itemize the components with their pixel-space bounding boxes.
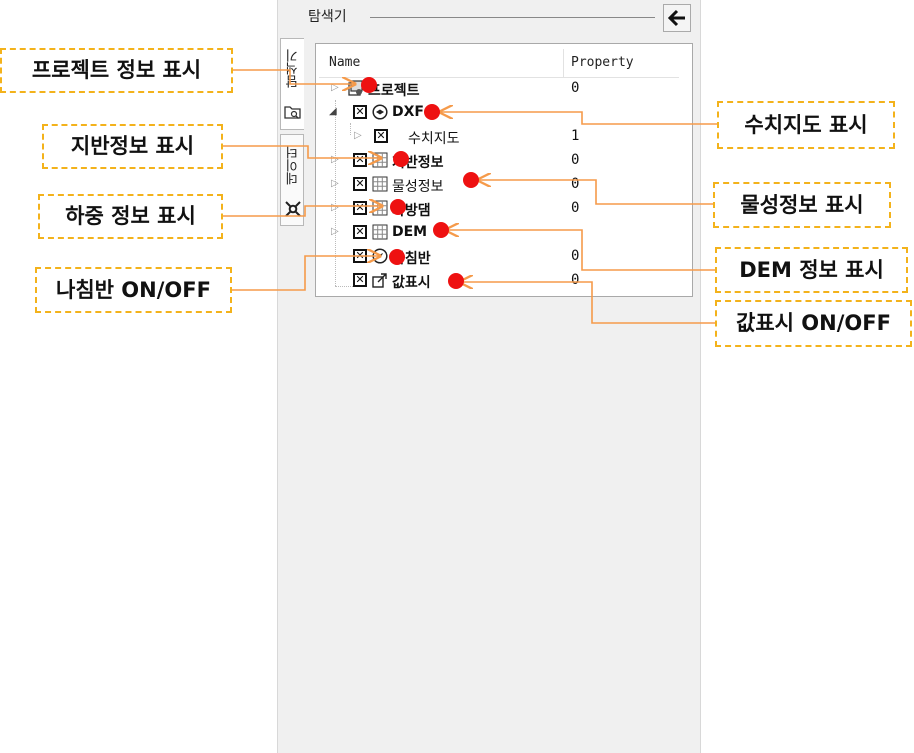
callout-dem-info: DEM 정보 표시 [715,247,908,293]
tab-data[interactable]: 데이터 [280,134,304,226]
tree-row-property: 0 [571,248,580,264]
callout-ground-info: 지반정보 표시 [42,124,223,169]
tree-row-dxf[interactable]: ◢ ✕ DXF [316,101,692,125]
tree-row-property: 0 [571,200,580,216]
tree-connector [335,100,336,286]
tree-row-label: DEM [392,224,428,240]
marker-dot [389,249,405,265]
marker-dot [433,222,449,238]
tree-row-material-info[interactable]: ▷ ✕ 물성정보 0 [316,173,692,197]
marker-dot [393,151,409,167]
header-separator [563,49,564,77]
callout-text: 프로젝트 정보 표시 [31,58,202,82]
visibility-checkbox[interactable]: ✕ [353,105,367,119]
panel-title: 탐색기 [308,9,347,25]
tree-row-label: 수치지도 [408,131,460,147]
expand-arrow-icon[interactable]: ▷ [331,82,339,93]
callout-text: DEM 정보 표시 [739,258,884,282]
callout-material-info: 물성정보 표시 [713,182,891,228]
marker-dot [448,273,464,289]
tree-row-property: 0 [571,272,580,288]
expand-arrow-icon[interactable]: ▷ [331,154,339,165]
visibility-checkbox[interactable]: ✕ [353,177,367,191]
back-button[interactable] [663,4,691,32]
column-name-header[interactable]: Name [329,55,361,70]
marker-dot [361,77,377,93]
visibility-checkbox[interactable]: ✕ [374,129,388,143]
callout-text: 나침반 ON/OFF [56,278,211,302]
collapse-arrow-icon[interactable]: ◢ [329,106,337,117]
tree-row-label: 물성정보 [392,179,444,195]
tree-header: Name Property [319,49,679,78]
column-property-header[interactable]: Property [571,55,634,70]
tree-connector [335,286,353,287]
marker-dot [463,172,479,188]
expand-arrow-icon[interactable]: ▷ [331,226,339,237]
title-divider [370,17,655,18]
tree-row-property: 0 [571,80,580,96]
tree-row-label: DXF [392,104,424,120]
marker-dot [390,199,406,215]
callout-compass-toggle: 나침반 ON/OFF [35,267,232,313]
callout-load-info: 하중 정보 표시 [38,194,223,239]
tree-row-label: 프로젝트 [368,83,420,99]
callout-digital-map: 수치지도 표시 [717,101,895,149]
expand-arrow-icon[interactable]: ▷ [354,130,362,141]
layer-icon [372,104,388,120]
callout-value-toggle: 값표시 ON/OFF [715,300,912,347]
arrow-left-icon [667,9,685,27]
callout-text: 값표시 ON/OFF [736,311,891,335]
value-display-icon [372,273,387,288]
callout-text: 수치지도 표시 [744,113,868,137]
callout-project-info: 프로젝트 정보 표시 [0,48,233,93]
tree-row-digital-map[interactable]: ▷ ✕ 수치지도 1 [316,125,692,149]
tree-connector [350,123,351,135]
callout-text: 지반정보 표시 [70,134,195,158]
marker-dot [424,104,440,120]
visibility-checkbox[interactable]: ✕ [353,153,367,167]
tree-row-value-display[interactable]: ✕ 값표시 0 [316,269,692,293]
network-node-icon [285,201,301,217]
explorer-panel: 탐색기 탐색기 데이터 Name Property [277,0,701,753]
tree-row-property: 0 [571,152,580,168]
expand-arrow-icon[interactable]: ▷ [331,202,339,213]
tree-row-label: 값표시 [392,275,431,291]
callout-text: 하중 정보 표시 [65,204,196,228]
expand-arrow-icon[interactable]: ▷ [331,178,339,189]
folder-search-icon [284,106,301,119]
tree-row-property: 1 [571,128,580,144]
visibility-checkbox[interactable]: ✕ [353,201,367,215]
tree-row-dem[interactable]: ▷ ✕ DEM [316,221,692,245]
grid-icon [372,176,388,192]
callout-text: 물성정보 표시 [740,193,864,217]
grid-icon [372,224,388,240]
tree-row-property: 0 [571,176,580,192]
visibility-checkbox[interactable]: ✕ [353,273,367,287]
visibility-checkbox[interactable]: ✕ [353,225,367,239]
